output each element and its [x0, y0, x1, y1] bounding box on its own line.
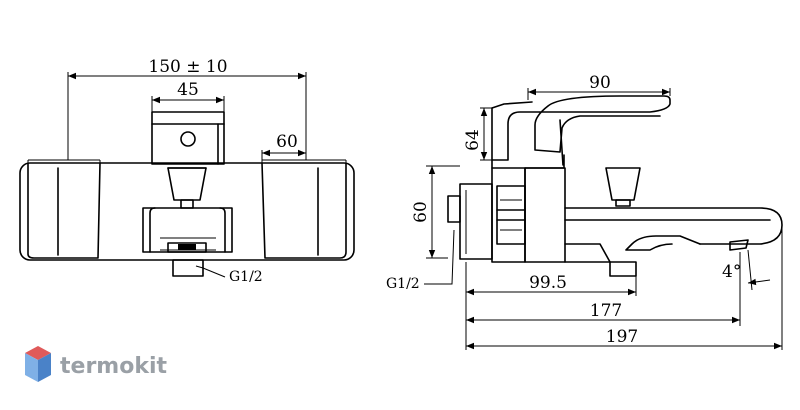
dim-handle-height-label: 64	[463, 129, 483, 151]
inlet-fitting	[172, 259, 204, 277]
inlet-leader-side: G1/2	[386, 229, 455, 292]
left-end-block	[27, 162, 101, 259]
dim-overall-label: 150 ± 10	[148, 57, 227, 77]
main-body	[524, 167, 566, 263]
inlet-label-front: G1/2	[229, 269, 263, 285]
dim-spout-99-label: 99.5	[529, 273, 567, 293]
inlet-label-side: G1/2	[386, 276, 420, 292]
lever-handle	[491, 95, 671, 161]
spout-outlet	[729, 239, 749, 251]
inlet-leader-front: G1/2	[195, 265, 263, 285]
dim-overall: 150 ± 10	[67, 57, 307, 160]
dim-spout-177-label: 177	[590, 301, 622, 321]
dim-handle-length: 90	[527, 73, 671, 100]
right-end-block	[261, 162, 347, 259]
brand-name: termokit	[60, 354, 167, 379]
dim-end-block-label: 60	[276, 132, 298, 152]
cartridge-body	[491, 154, 565, 169]
termokit-logo-icon	[25, 346, 51, 382]
dim-spout-99: 99.5	[466, 273, 636, 296]
handle-cap	[151, 111, 225, 165]
spout	[564, 207, 783, 245]
dim-inlet-height-label: 60	[411, 201, 431, 223]
hex-nut	[496, 185, 526, 245]
angle-label: 4°	[722, 262, 741, 282]
handle-hole	[180, 131, 196, 147]
dim-spout-197: 197	[466, 327, 782, 350]
dim-handle-length-label: 90	[589, 73, 611, 93]
side-view: 90 64 60 G1/2 99.5	[386, 73, 783, 350]
inlet-connector	[447, 195, 461, 223]
diverter-knob	[605, 167, 641, 201]
dim-spout-197-label: 197	[606, 327, 638, 347]
dim-handle-height: 64	[463, 107, 492, 161]
wall-inlet	[459, 183, 493, 260]
dim-angle: 4°	[722, 249, 771, 291]
watermark: termokit	[25, 346, 167, 382]
dim-end-block: 60	[261, 132, 307, 160]
inner-cavity	[142, 207, 233, 253]
dim-handle-width-label: 45	[177, 80, 199, 100]
outlet-nozzle	[167, 242, 207, 253]
front-view: 150 ± 10 45 60 G1/2	[19, 57, 355, 285]
bottom-fitting	[609, 261, 637, 277]
dim-spout-177: 177	[466, 301, 740, 324]
handle-stem	[167, 167, 207, 201]
dim-inlet-height: 60	[411, 165, 460, 259]
dim-handle-width: 45	[151, 80, 225, 112]
